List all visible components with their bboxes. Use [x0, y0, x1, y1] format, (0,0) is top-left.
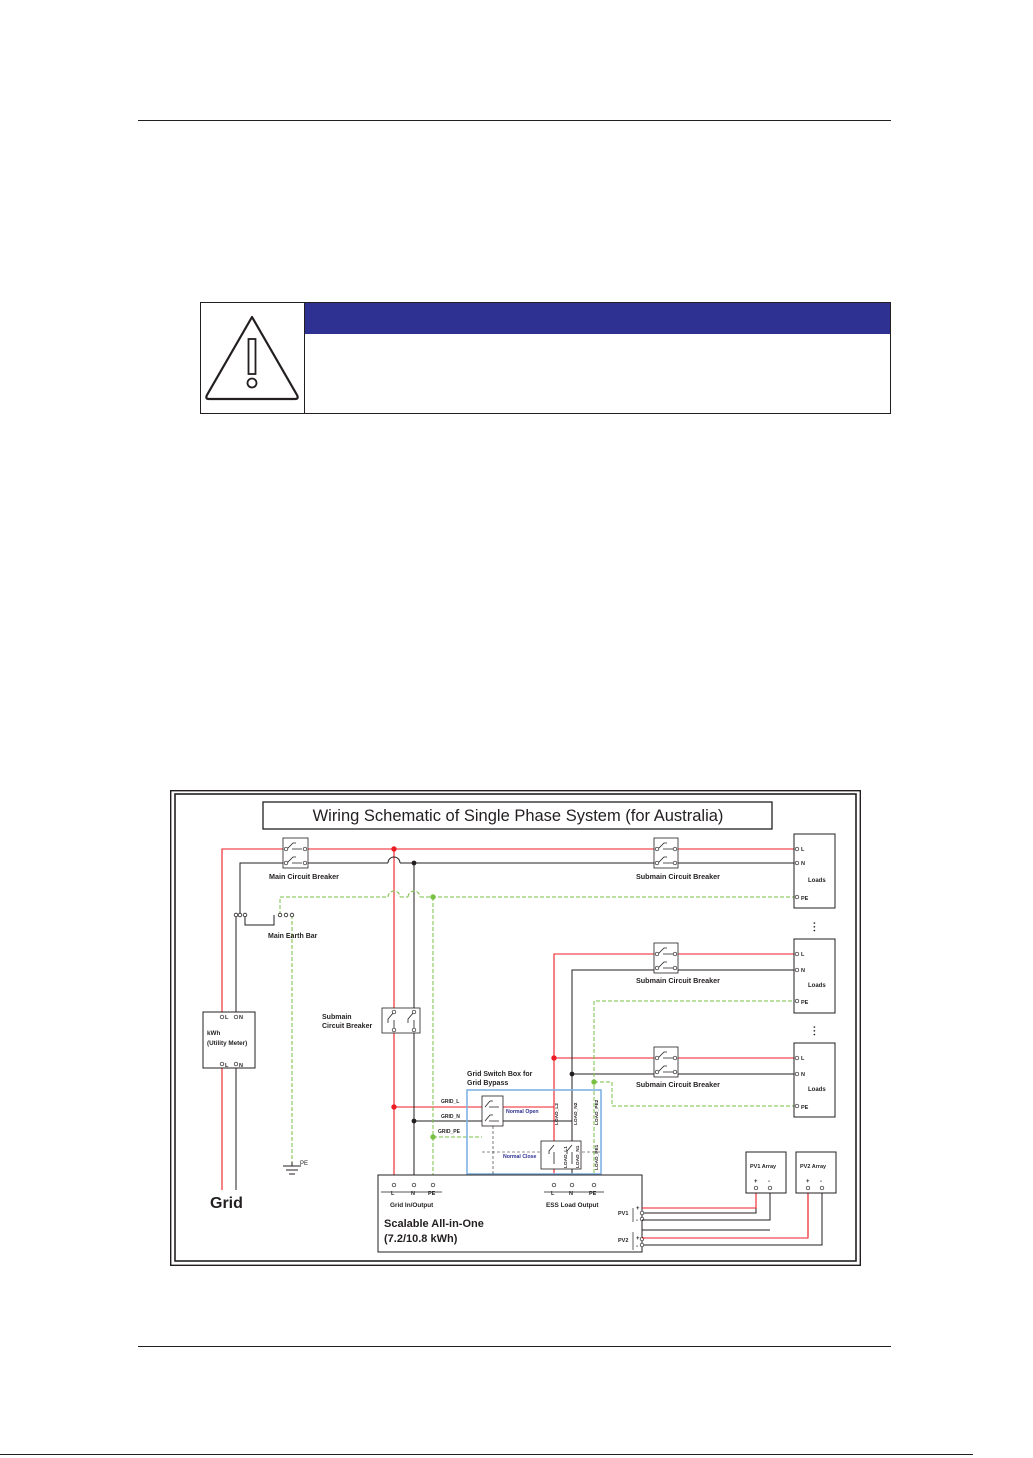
header-rule — [138, 120, 891, 121]
main-earth-bar-label: Main Earth Bar — [268, 933, 318, 940]
loads3-l: L — [801, 1056, 805, 1062]
submain-cb-left-line2: Circuit Breaker — [322, 1023, 372, 1030]
pv1-array-minus: - — [768, 1179, 770, 1185]
pv2-plus: + — [636, 1236, 640, 1242]
grid-l-label: GRID_L — [441, 1099, 459, 1105]
loads-ellipsis-1: • • • — [810, 922, 816, 932]
load-n2-label: LOAD_N2 — [573, 1102, 579, 1125]
load-l1-label: LOAD_L1 — [563, 1146, 569, 1168]
live-wires — [221, 848, 809, 1236]
loads3-n: N — [801, 1072, 805, 1078]
neutral-wires — [235, 856, 823, 1246]
loads-ellipsis-2: • • • — [810, 1026, 816, 1036]
page-bottom-rule — [0, 1454, 973, 1455]
normal-open-contactor — [481, 1095, 504, 1127]
loads-box-1 — [793, 833, 836, 909]
earth-wires — [279, 890, 794, 1185]
ess-term-l: L — [551, 1191, 555, 1197]
warning-body — [305, 334, 890, 413]
pv2-array-label: PV2 Array — [800, 1164, 827, 1170]
loads-box-2 — [793, 938, 836, 1014]
pv2-array-minus: - — [820, 1179, 822, 1185]
loads1-pe: PE — [801, 896, 809, 902]
pv1-plus: + — [636, 1206, 640, 1212]
loads2-label: Loads — [808, 983, 826, 989]
diagram-title-box — [262, 801, 773, 830]
junction-dots — [391, 846, 597, 1140]
pv1-array-plus: + — [754, 1179, 758, 1185]
footer-rule — [138, 1346, 891, 1347]
grid-term-pe: PE — [428, 1191, 436, 1197]
main-earth-bar — [233, 912, 295, 918]
grid-io-label: Grid In/Output — [390, 1202, 434, 1209]
meter-bottom-n: N — [239, 1063, 243, 1069]
pv1-minus: - — [636, 1218, 638, 1224]
normal-close-contactor — [540, 1140, 582, 1170]
grid-label: Grid — [210, 1195, 243, 1212]
meter-kwh: kWh — [207, 1030, 220, 1037]
warning-header-bar — [305, 303, 890, 334]
loads2-n: N — [801, 968, 805, 974]
meter-name: (Utility Meter) — [207, 1040, 247, 1047]
load-pe2-label: LOAD_PE2 — [594, 1099, 600, 1125]
grid-pe-label: GRID_PE — [438, 1129, 461, 1135]
loads2-l: L — [801, 952, 805, 958]
grid-term-n: N — [411, 1191, 415, 1197]
warning-triangle-icon — [205, 315, 299, 401]
ess-term-pe: PE — [589, 1191, 597, 1197]
load-pe1-label: LOAD_PE1 — [594, 1144, 600, 1170]
normal-close-label: Normal Close — [503, 1154, 537, 1160]
loads3-label: Loads — [808, 1087, 826, 1093]
pv1-array — [745, 1151, 787, 1194]
pv2-minus: - — [636, 1244, 638, 1250]
normal-open-label: Normal Open — [506, 1109, 539, 1115]
loads3-pe: PE — [801, 1105, 809, 1111]
grid-switch-box — [466, 1089, 602, 1175]
product-capacity: (7.2/10.8 kWh) — [384, 1233, 458, 1245]
load-l2-label: LOAD_L2 — [554, 1103, 560, 1125]
submain-circuit-breaker-2 — [653, 942, 679, 974]
loads-box-3 — [793, 1042, 836, 1118]
meter-top-l: L — [225, 1015, 229, 1021]
submain-cb-left-line1: Submain — [322, 1014, 352, 1021]
diagram-title: Wiring Schematic of Single Phase System … — [313, 807, 724, 825]
pv1-array-label: PV1 Array — [750, 1164, 777, 1170]
submain-circuit-breaker-3 — [653, 1046, 679, 1078]
pv2-array — [795, 1151, 837, 1194]
grid-n-label: GRID_N — [441, 1114, 460, 1120]
pv2-port-label: PV2 — [618, 1238, 628, 1244]
grid-switch-line1: Grid Switch Box for — [467, 1071, 533, 1078]
loads1-label: Loads — [808, 878, 826, 884]
main-circuit-breaker — [282, 837, 309, 869]
utility-meter — [202, 1011, 256, 1069]
pe-label: PE — [300, 1161, 308, 1167]
meter-bottom-l: L — [225, 1063, 229, 1069]
loads1-l: L — [801, 847, 805, 853]
warning-box — [200, 302, 891, 414]
pv2-array-plus: + — [806, 1179, 810, 1185]
submain-cb-label-2: Submain Circuit Breaker — [636, 976, 720, 985]
ess-term-n: N — [569, 1191, 573, 1197]
submain-circuit-breaker-vertical — [381, 1007, 421, 1034]
loads1-n: N — [801, 861, 805, 867]
grid-term-l: L — [391, 1191, 395, 1197]
loads2-pe: PE — [801, 1000, 809, 1006]
product-name: Scalable All-in-One — [384, 1218, 484, 1230]
main-cb-label: Main Circuit Breaker — [269, 872, 339, 881]
pv-negative-wires — [642, 1185, 771, 1221]
pv1-port-label: PV1 — [618, 1211, 628, 1217]
warning-icon-cell — [201, 303, 305, 413]
ess-load-output-label: ESS Load Output — [546, 1202, 599, 1209]
submain-cb-label-3: Submain Circuit Breaker — [636, 1080, 720, 1089]
wiring-schematic: Wiring Schematic of Single Phase System … — [169, 789, 861, 1267]
submain-cb-label-1: Submain Circuit Breaker — [636, 872, 720, 881]
earth-ground-icon — [283, 1162, 301, 1175]
grid-switch-line2: Grid Bypass — [467, 1080, 508, 1087]
load-n1-label: LOAD_N1 — [575, 1145, 581, 1168]
meter-top-n: N — [239, 1015, 243, 1021]
submain-circuit-breaker-1 — [653, 837, 679, 869]
scalable-all-in-one-unit — [377, 1174, 645, 1253]
